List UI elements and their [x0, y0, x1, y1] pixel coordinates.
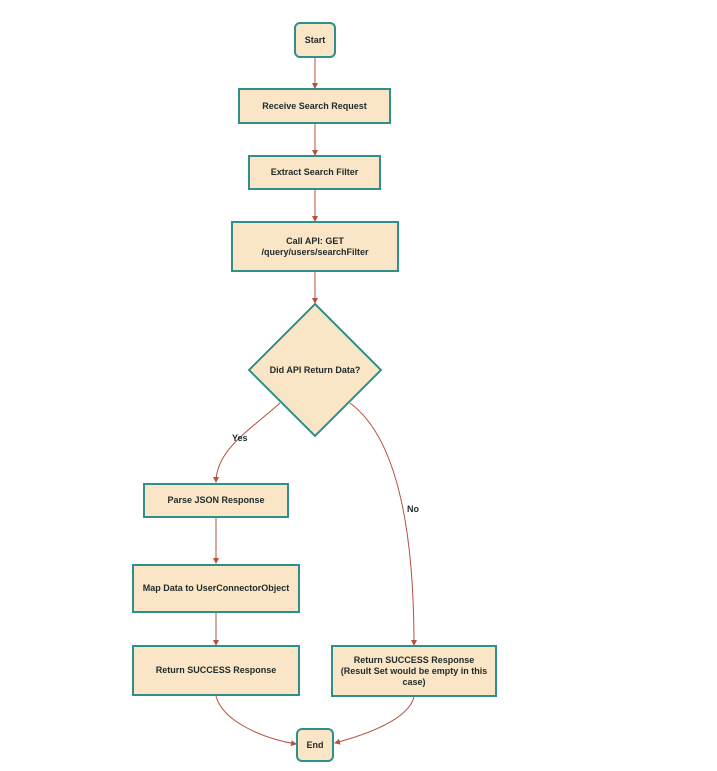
start-node-label: Start [304, 34, 326, 45]
end-node: End [296, 728, 334, 762]
call-api-node: Call API: GET /query/users/searchFilter [231, 221, 399, 272]
return-success-no-node: Return SUCCESS Response (Result Set woul… [331, 645, 497, 697]
decision-label-box: Did API Return Data? [255, 360, 375, 380]
map-data-label: Map Data to UserConnectorObject [142, 583, 290, 593]
end-node-label: End [306, 739, 324, 750]
decision-label: Did API Return Data? [269, 365, 361, 375]
extract-search-filter-label: Extract Search Filter [270, 167, 359, 177]
map-data-node: Map Data to UserConnectorObject [132, 564, 300, 613]
call-api-label: Call API: GET /query/users/searchFilter [261, 235, 369, 257]
edge-decision-no-to-success [349, 402, 417, 646]
edge-success-no-to-end [334, 696, 415, 745]
edge-label-no: No [407, 504, 419, 514]
return-success-no-label: Return SUCCESS Response (Result Set woul… [340, 654, 488, 687]
return-success-yes-label: Return SUCCESS Response [155, 665, 277, 675]
receive-search-request-label: Receive Search Request [262, 100, 367, 111]
parse-json-response-node: Parse JSON Response [143, 483, 289, 518]
start-node: Start [294, 22, 336, 58]
edge-decision-yes-to-parse [213, 402, 281, 483]
edge-success-yes-to-end [215, 695, 297, 747]
extract-search-filter-node: Extract Search Filter [248, 155, 381, 190]
decision-diamond [247, 302, 383, 438]
receive-search-request-node: Receive Search Request [238, 88, 391, 124]
parse-json-response-label: Parse JSON Response [167, 495, 265, 505]
edge-label-yes: Yes [232, 433, 248, 443]
return-success-yes-node: Return SUCCESS Response [132, 645, 300, 696]
